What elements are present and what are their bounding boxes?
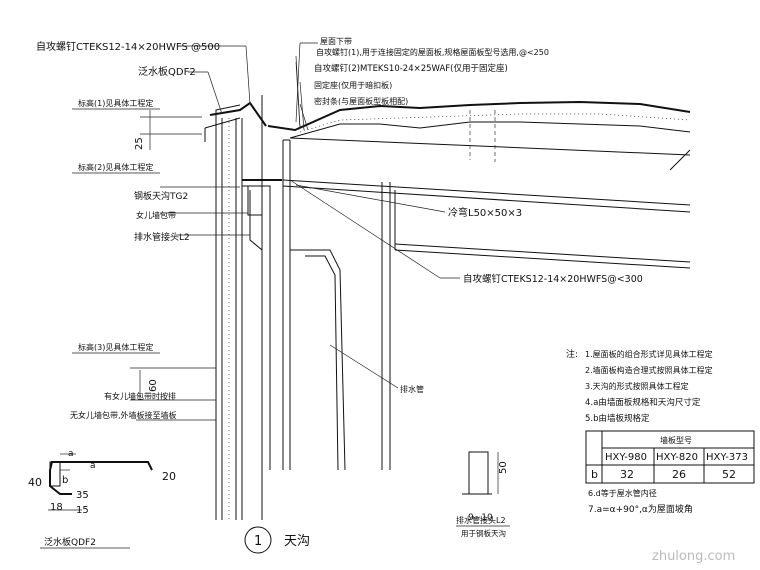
angle-label: 冷弯L50×50×3 [448, 206, 522, 219]
profile-dim-18: 18 [50, 502, 63, 513]
notes-block: 注: 1.屋面板的组合形式详见具体工程定 2.墙面板构造合理式按照具体工程定 3… [566, 348, 713, 515]
table-col-2: HXY-820 [656, 452, 698, 463]
elevation-3-label: 标高(3)见具体工程定 [78, 342, 153, 352]
detail-number-circle [244, 526, 272, 554]
dim-25-label: 25 [134, 137, 145, 150]
profile-dim-40: 40 [28, 476, 42, 489]
table-header: 墙板型号 [660, 435, 692, 445]
top-note-label: 屋面下带 [320, 37, 352, 46]
table-row-label: b [591, 468, 598, 481]
profile-caption: 泛水板QDF2 [44, 536, 96, 548]
elevation-1-label: 标高(1)见具体工程定 [78, 98, 153, 108]
note-4: 4.a由墙面板规格和天沟尺寸定 [585, 397, 701, 408]
flashing-profile: a a 40 b 20 35 18 15 泛水板QDF2 [28, 449, 176, 549]
note-5: 5.b由墙板规格定 [585, 413, 650, 424]
detail-title-text: 天沟 [284, 534, 310, 549]
table-cell-3: 52 [722, 468, 736, 481]
screw-1-label: 自攻螺钉(1),用于连接固定的屋面板,规格屋面板型号选用,@<250 [316, 47, 549, 57]
steel-beam [282, 139, 691, 470]
parapet-band-label: 女儿墙包带 [136, 210, 176, 220]
downpipe-label: 排水管 [400, 384, 424, 394]
screw-top-label: 自攻螺钉CTEKS12-14×20HWFS @500 [36, 40, 220, 53]
small-dim-50: 50 [498, 461, 509, 474]
gutter [242, 179, 346, 471]
profile-dim-15: 15 [76, 505, 89, 516]
parapet-note-1: 有女儿墙包带时按排 [104, 391, 176, 401]
notes-title: 注: [566, 348, 578, 360]
small-detail: 50 9~10 排水管接头L2 用于钢板天沟 [456, 451, 510, 538]
screw-2-label: 自攻螺钉(2)MTEKS10-24×25WAF(仅用于固定座) [314, 63, 508, 74]
small-caption-2: 用于钢板天沟 [461, 528, 506, 538]
note-3: 3.天沟的形式按照具体工程定 [585, 381, 689, 391]
detail-title: 1 天沟 [244, 526, 310, 554]
table-cell-2: 26 [672, 468, 686, 481]
panel-table: 墙板型号 HXY-980 HXY-820 HXY-373 b 32 26 52 [585, 430, 755, 484]
detail-number: 1 [254, 534, 262, 549]
downpipe-plate-label: 排水管接头L2 [134, 231, 190, 243]
table-cell-1: 32 [620, 468, 634, 481]
sealant-label: 密封条(与屋面板型板相配) [314, 96, 408, 106]
profile-dim-b: b [62, 475, 68, 486]
profile-dim-a: a [68, 449, 74, 459]
parapet-note-2: 无女儿墙包带,外墙板接至墙板 [70, 410, 177, 420]
small-dim-910: 9~10 [468, 513, 493, 523]
watermark: zhulong.com [652, 549, 735, 564]
profile-dim-35: 35 [76, 490, 89, 501]
gutter-tg2-label: 钢板天沟TG2 [134, 190, 188, 202]
wall-column [215, 95, 263, 520]
profile-dim-20: 20 [162, 470, 176, 483]
roof-panel [267, 100, 691, 171]
flashing-label: 泛水板QDF2 [138, 65, 196, 78]
dim-60-label: 60 [148, 379, 159, 392]
note-6: 6.d等于屋水管内径 [588, 488, 657, 498]
elevation-2-label: 标高(2)见具体工程定 [78, 162, 153, 172]
leader-lines [72, 42, 460, 421]
screw-3-label: 自攻螺钉CTEKS12-14×20HWFS@<300 [463, 273, 643, 285]
top-flashing [204, 101, 267, 142]
note-1: 1.屋面板的组合形式详见具体工程定 [585, 349, 713, 359]
bracket-label: 固定座(仅用于暗扣板) [314, 80, 392, 90]
note-2: 2.墙面板构造合理式按照具体工程定 [585, 365, 713, 375]
note-7: 7.a=α+90°,α为屋面坡角 [588, 503, 693, 515]
table-col-3: HXY-373 [706, 452, 748, 463]
small-caption-1: 排水管接头L2 [456, 515, 506, 525]
table-col-1: HXY-980 [605, 452, 647, 463]
profile-dim-a2: a [90, 461, 96, 471]
